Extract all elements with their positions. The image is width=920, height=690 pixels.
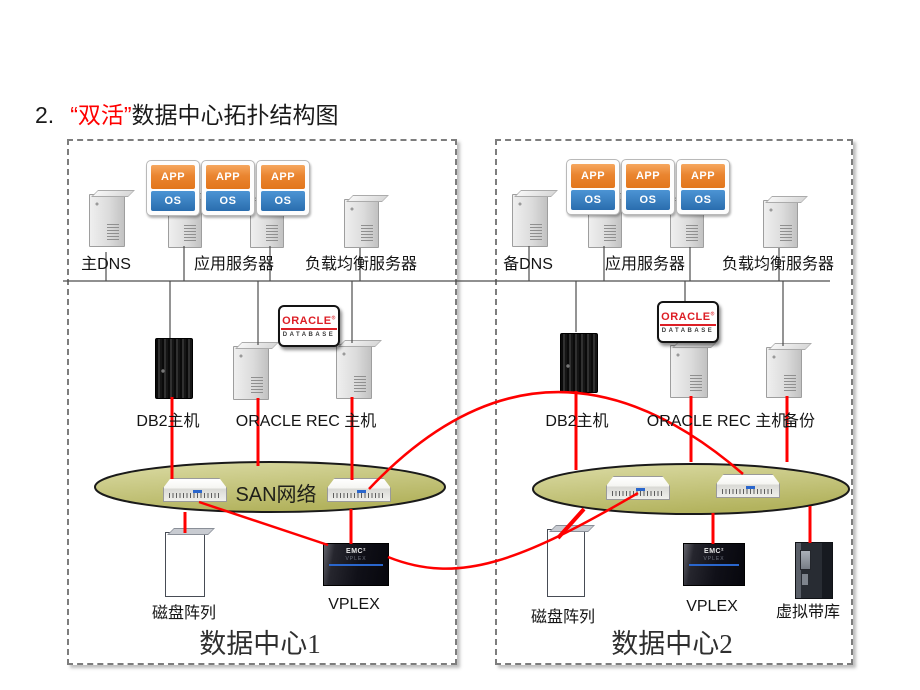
db2-host-dc2 — [560, 333, 598, 393]
db2-label-dc1: DB2主机 — [136, 413, 200, 430]
oracle-server-dc2 — [670, 345, 708, 398]
tape-library-dc2 — [795, 542, 833, 599]
loadbalancer-server-dc2 — [763, 200, 798, 248]
emc-logo: EMC² — [704, 548, 724, 555]
app-badge: APP — [571, 164, 615, 188]
vplex-label-dc2: VPLEX — [686, 598, 738, 615]
san-network-label: SAN网络 — [235, 484, 317, 506]
disk-array-dc1 — [165, 532, 205, 597]
page-title: 2. “双活”数据中心拓扑结构图 — [35, 96, 339, 130]
os-badge: OS — [571, 189, 615, 210]
os-badge: OS — [206, 190, 250, 211]
tape-library-label-dc2: 虚拟带库 — [775, 604, 841, 621]
emc-logo: EMC² — [346, 548, 366, 555]
title-number: 2. — [35, 102, 55, 128]
oracle-database-text: DATABASE — [661, 327, 715, 334]
oracle-label-dc2: ORACLE REC 主机 — [646, 413, 788, 430]
app-badge: APP — [681, 164, 725, 188]
oracle-logo: ORACLE® — [281, 315, 337, 330]
db2-host-dc1 — [155, 338, 193, 399]
vplex-model-text: VPLEX — [703, 556, 725, 562]
disk-array-label-dc2: 磁盘阵列 — [530, 609, 596, 626]
vplex-label-dc1: VPLEX — [328, 596, 380, 613]
oracle-database-badge-dc2: ORACLE® DATABASE — [657, 301, 719, 343]
vplex-dc2: EMC² VPLEX — [683, 543, 745, 586]
san-switch2-dc2 — [716, 474, 780, 498]
app-os-monitor1-dc1: APP OS — [146, 160, 200, 216]
oracle-database-text: DATABASE — [282, 331, 336, 338]
backup-server-dc2 — [766, 347, 802, 398]
san-switch1-dc2 — [606, 476, 670, 500]
os-badge: OS — [261, 190, 305, 211]
app-os-monitor2-dc2: APP OS — [621, 159, 675, 215]
os-badge: OS — [626, 189, 670, 210]
app-badge: APP — [151, 165, 195, 189]
oracle-label-dc1: ORACLE REC 主机 — [235, 413, 377, 430]
app-os-monitor2-dc1: APP OS — [201, 160, 255, 216]
vplex-model-text: VPLEX — [345, 556, 367, 562]
san-switch2-dc1 — [327, 478, 391, 502]
oracle-logo: ORACLE® — [660, 311, 716, 326]
disk-array-label-dc1: 磁盘阵列 — [151, 605, 217, 622]
vplex-dc1: EMC² VPLEX — [323, 543, 389, 586]
oracle-database-badge-dc1: ORACLE® DATABASE — [278, 305, 340, 347]
vplex-blue-line — [689, 564, 739, 566]
oracle-server2-dc1 — [336, 344, 372, 399]
vplex-blue-line — [329, 564, 383, 566]
dns-label-dc2: 备DNS — [503, 256, 553, 273]
oracle-server1-dc1 — [233, 346, 269, 400]
os-badge: OS — [681, 189, 725, 210]
dns-label-dc1: 主DNS — [81, 256, 131, 273]
loadbalancer-label-dc2: 负载均衡服务器 — [721, 256, 835, 273]
title-rest: 数据中心拓扑结构图 — [131, 102, 339, 128]
dns-server-dc2 — [512, 194, 548, 247]
app-servers-label-dc2: 应用服务器 — [604, 256, 686, 273]
loadbalancer-server-dc1 — [344, 199, 379, 248]
datacenter2-name: 数据中心2 — [611, 629, 733, 659]
app-os-monitor1-dc2: APP OS — [566, 159, 620, 215]
loadbalancer-label-dc1: 负载均衡服务器 — [304, 256, 418, 273]
app-os-monitor3-dc2: APP OS — [676, 159, 730, 215]
disk-array-dc2 — [547, 529, 585, 597]
backup-label-dc2: 备份 — [782, 413, 816, 430]
datacenter1-name: 数据中心1 — [199, 629, 321, 659]
os-badge: OS — [151, 190, 195, 211]
dns-server-dc1 — [89, 194, 125, 247]
app-badge: APP — [261, 165, 305, 189]
app-badge: APP — [626, 164, 670, 188]
title-highlight: “双活” — [70, 102, 132, 128]
app-servers-label-dc1: 应用服务器 — [193, 256, 275, 273]
app-badge: APP — [206, 165, 250, 189]
app-os-monitor3-dc1: APP OS — [256, 160, 310, 216]
san-switch1-dc1 — [163, 478, 227, 502]
db2-label-dc2: DB2主机 — [545, 413, 609, 430]
